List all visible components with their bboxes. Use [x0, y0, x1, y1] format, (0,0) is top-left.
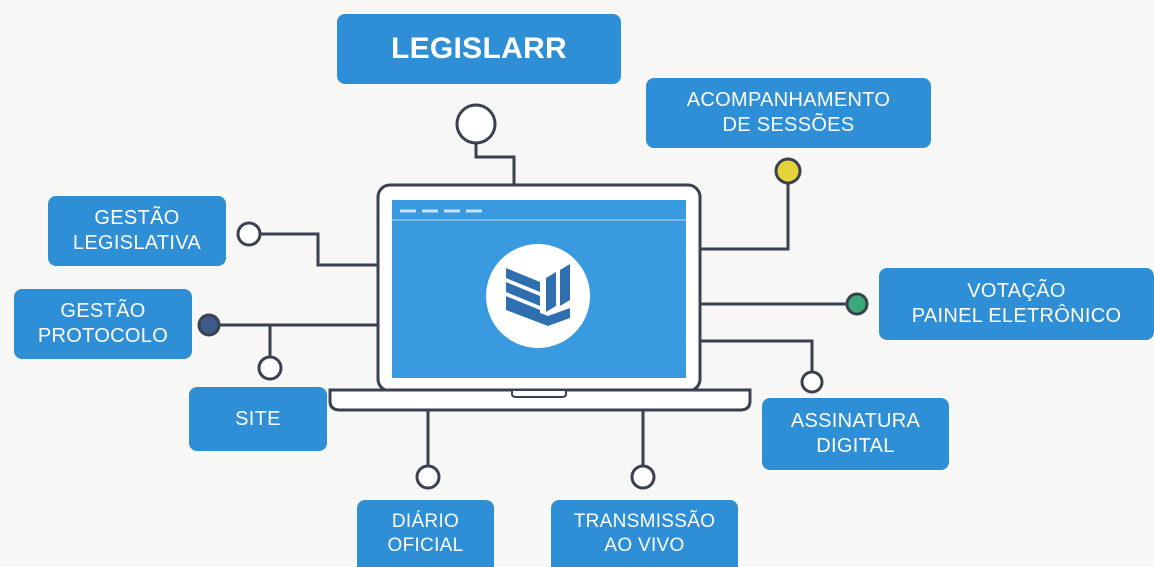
- node-label-line: DIÁRIO: [391, 510, 460, 532]
- node-label-line: TRANSMISSÃO: [573, 510, 716, 532]
- endpoint-assinatura: [800, 370, 824, 394]
- laptop-base: [328, 388, 752, 412]
- node-gestao-legislativa: GESTÃO LEGISLATIVA: [48, 196, 226, 266]
- node-label-line: ACOMPANHAMENTO: [686, 89, 891, 111]
- node-label-line: AO VIVO: [604, 534, 685, 556]
- endpoint-site: [257, 355, 283, 381]
- connector-legislarr: [474, 143, 516, 184]
- connector-assinatura: [700, 339, 814, 372]
- endpoint-diario: [415, 464, 441, 490]
- node-legislarr: LEGISLARR: [337, 14, 621, 84]
- node-label-line: VOTAÇÃO: [967, 280, 1066, 302]
- node-gestao-protocolo: GESTÃO PROTOCOLO: [14, 289, 192, 359]
- node-votacao-painel-eletronico: VOTAÇÃO PAINEL ELETRÔNICO: [879, 268, 1154, 340]
- node-label-line: ASSINATURA: [790, 410, 921, 432]
- node-label-line: OFICIAL: [387, 534, 464, 556]
- legislarr-logo-icon: [486, 244, 590, 348]
- node-label-line: SITE: [235, 407, 281, 430]
- node-label-line: DE SESSÕES: [722, 114, 855, 136]
- endpoint-legislarr: [455, 103, 497, 145]
- endpoint-transmissao: [630, 464, 656, 490]
- node-label-line: LEGISLATIVA: [72, 232, 202, 254]
- endpoint-gestao-legislativa: [236, 221, 262, 247]
- connector-gestao-legislativa: [260, 232, 380, 267]
- endpoint-acompanhamento: [774, 157, 802, 185]
- node-assinatura-digital: ASSINATURA DIGITAL: [762, 398, 949, 470]
- node-label-line: PAINEL ELETRÔNICO: [911, 305, 1122, 327]
- node-label-line: LEGISLARR: [390, 32, 568, 66]
- node-label-line: GESTÃO: [94, 207, 180, 229]
- endpoint-gestao-protocolo: [197, 313, 221, 337]
- node-site: SITE: [189, 387, 327, 451]
- node-diario-oficial: DIÁRIO OFICIAL: [357, 500, 494, 567]
- node-transmissao-ao-vivo: TRANSMISSÃO AO VIVO: [551, 500, 738, 567]
- connector-lines: [220, 143, 846, 466]
- endpoint-votacao: [845, 292, 869, 316]
- node-label-line: GESTÃO: [60, 300, 146, 322]
- node-acompanhamento-de-sessoes: ACOMPANHAMENTO DE SESSÕES: [646, 78, 931, 148]
- connector-acompanhamento: [700, 184, 790, 251]
- node-label-line: PROTOCOLO: [37, 325, 169, 347]
- connector-endpoints: [197, 103, 869, 490]
- node-label-line: DIGITAL: [816, 435, 895, 457]
